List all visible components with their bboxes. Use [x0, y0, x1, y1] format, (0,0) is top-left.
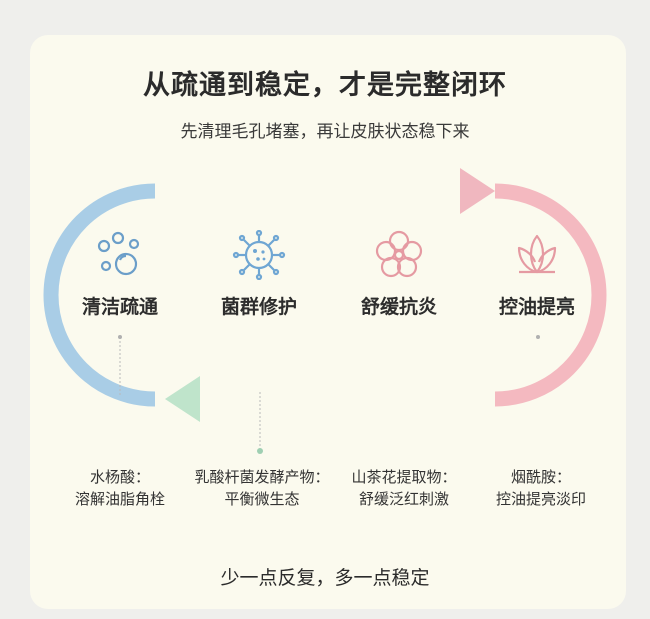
- step-soothe: 舒缓抗炎: [339, 230, 459, 319]
- ingredient-name: 乳酸杆菌发酵产物：: [194, 468, 330, 486]
- lotus-icon: [517, 234, 557, 274]
- loop-left-arc: [43, 183, 156, 407]
- arrow-left-head: [165, 376, 200, 422]
- ingredient-effect: 舒缓泛红刺激: [358, 490, 449, 508]
- step-label: 控油提亮: [498, 296, 575, 318]
- page-title: 从疏通到稳定，才是完整闭环: [143, 70, 507, 101]
- arrow-right-head: [460, 168, 495, 214]
- ingredient-effect: 溶解油脂角栓: [74, 490, 165, 508]
- ingredient-lactobacillus: 乳酸杆菌发酵产物： 平衡微生态: [187, 466, 337, 510]
- step-flora-repair: 菌群修护: [199, 230, 319, 319]
- ingredient-niacinamide: 烟酰胺： 控油提亮淡印: [466, 466, 616, 510]
- step-label: 清洁疏通: [81, 296, 158, 318]
- footer-slogan: 少一点反复，多一点稳定: [220, 567, 430, 589]
- content-card: [30, 35, 626, 609]
- ingredient-name: 山茶花提取物：: [351, 468, 457, 486]
- flower-icon: [375, 230, 423, 278]
- bubbles-icon: [97, 231, 140, 276]
- step-cleanse: 清洁疏通: [60, 230, 180, 319]
- step-label: 菌群修护: [220, 296, 297, 318]
- ingredient-camellia: 山茶花提取物： 舒缓泛红刺激: [329, 466, 479, 510]
- ingredient-name: 水杨酸：: [89, 468, 150, 486]
- ingredient-effect: 平衡微生态: [224, 490, 300, 508]
- bacteria-icon: [232, 230, 286, 280]
- ingredient-name: 烟酰胺：: [510, 468, 571, 486]
- loop-right-arc: [494, 183, 607, 407]
- step-label: 舒缓抗炎: [360, 296, 437, 318]
- ingredient-salicylic: 水杨酸： 溶解油脂角栓: [45, 466, 195, 510]
- page-subtitle: 先清理毛孔堵塞，再让皮肤状态稳下来: [180, 122, 470, 142]
- step-brighten: 控油提亮: [477, 230, 597, 319]
- ingredient-effect: 控油提亮淡印: [495, 490, 586, 508]
